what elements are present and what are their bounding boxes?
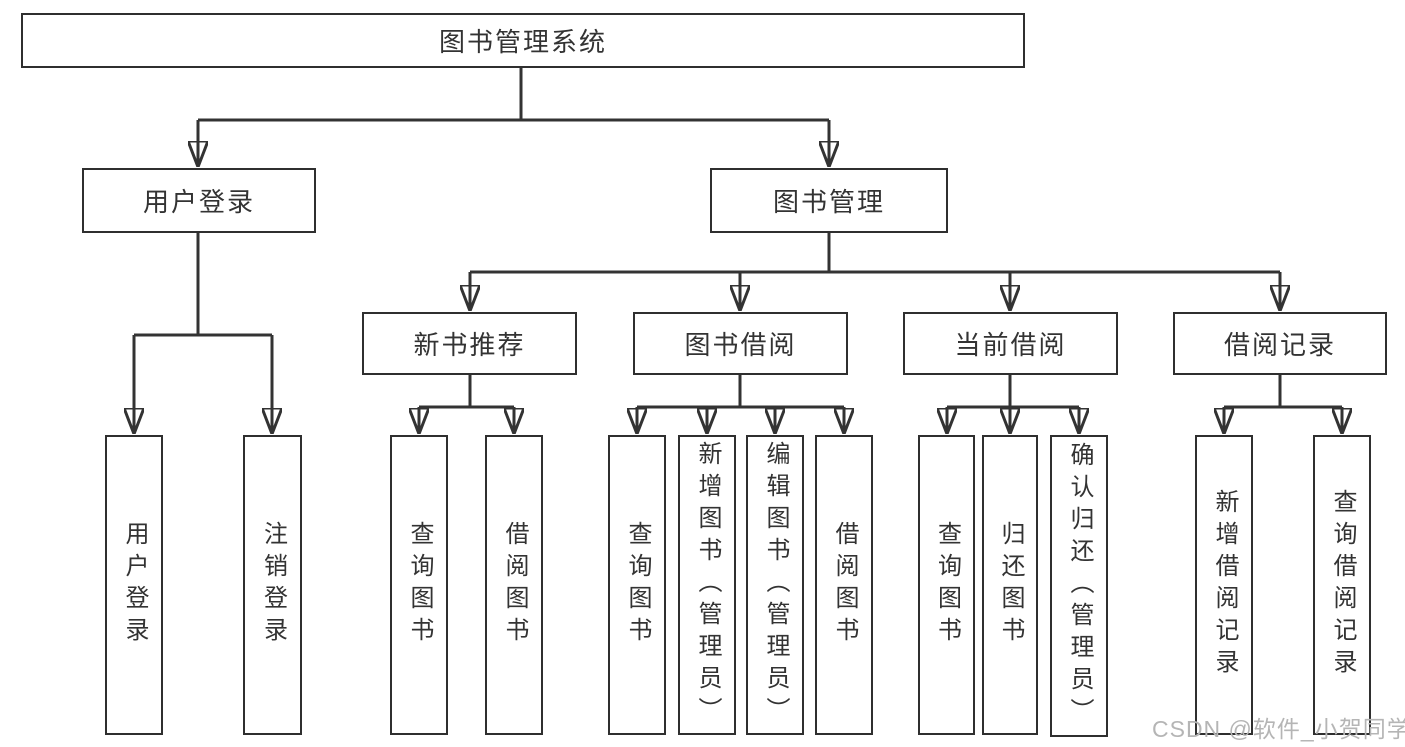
node-library-management-system: 图书管理系统 [21,13,1025,68]
leaf-borrow-books: 借阅图书 [815,435,873,735]
leaf-add-books-admin: 新增图书（管理员） [678,435,736,735]
leaf-query-books-borrow: 查询图书 [608,435,666,735]
leaf-return-books: 归还图书 [982,435,1038,735]
leaf-user-login: 用户登录 [105,435,163,735]
leaf-query-books-current: 查询图书 [918,435,975,735]
leaf-logout: 注销登录 [243,435,302,735]
leaf-edit-books-admin: 编辑图书（管理员） [746,435,804,735]
leaf-borrow-books-new: 借阅图书 [485,435,543,735]
node-book-management: 图书管理 [710,168,948,233]
node-user-login: 用户登录 [82,168,316,233]
leaf-confirm-return-admin: 确认归还（管理员） [1050,435,1108,737]
node-current-borrow: 当前借阅 [903,312,1118,375]
leaf-query-books-new: 查询图书 [390,435,448,735]
leaf-query-borrow-record: 查询借阅记录 [1313,435,1371,735]
csdn-watermark: CSDN @软件_小贺同学 [1152,716,1405,742]
leaf-add-borrow-record: 新增借阅记录 [1195,435,1253,735]
node-borrow-records: 借阅记录 [1173,312,1387,375]
node-book-borrow: 图书借阅 [633,312,848,375]
node-new-book-recommend: 新书推荐 [362,312,577,375]
